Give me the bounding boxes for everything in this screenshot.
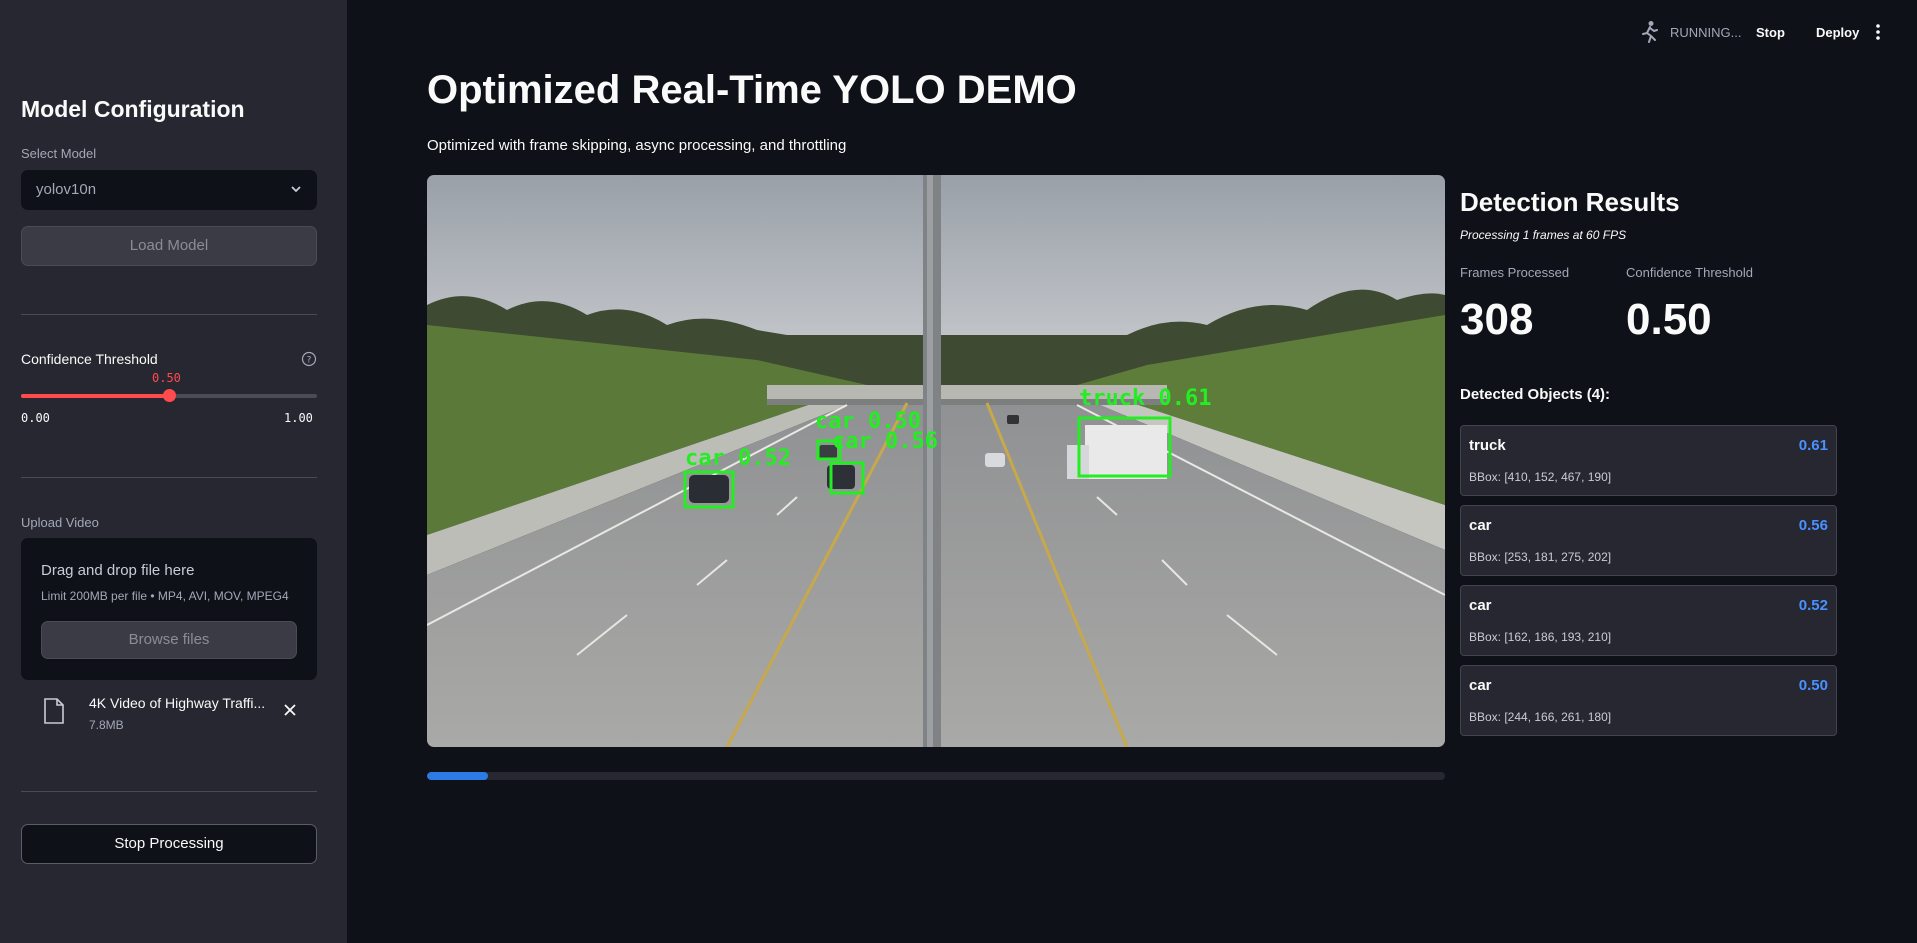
object-card: car 0.50 BBox: [244, 166, 261, 180] [1460, 665, 1837, 736]
confidence-slider[interactable] [21, 389, 317, 402]
object-name: car [1469, 677, 1492, 694]
video-progress-bar [427, 772, 1445, 780]
detection-label: car 0.50 [815, 409, 921, 434]
slider-max: 1.00 [284, 411, 313, 425]
detected-objects-header: Detected Objects (4): [1460, 386, 1611, 403]
file-dropzone[interactable]: Drag and drop file here Limit 200MB per … [21, 538, 317, 680]
object-confidence: 0.61 [1798, 437, 1828, 454]
detection-label: truck 0.61 [1079, 386, 1211, 411]
model-select[interactable]: yolov10n [21, 170, 317, 210]
object-confidence: 0.56 [1798, 517, 1828, 534]
stop-processing-button[interactable]: Stop Processing [21, 824, 317, 864]
object-name: car [1469, 597, 1492, 614]
file-name: 4K Video of Highway Traffi... [89, 695, 266, 711]
object-bbox: BBox: [253, 181, 275, 202] [1469, 550, 1612, 564]
object-name: truck [1469, 437, 1506, 454]
results-caption: Processing 1 frames at 60 FPS [1460, 228, 1627, 242]
file-icon [44, 698, 64, 724]
upload-video-label: Upload Video [21, 515, 99, 530]
video-frame: car 0.52 car 0.50 car 0.56 truck 0.61 [427, 175, 1445, 747]
dropzone-title: Drag and drop file here [41, 562, 195, 579]
deploy-button[interactable]: Deploy [1816, 25, 1860, 40]
main-area: RUNNING... Stop Deploy Optimized Real-Ti… [347, 0, 1917, 943]
slider-thumb[interactable] [163, 389, 176, 402]
confidence-threshold-label: Confidence Threshold [21, 351, 158, 367]
running-person-icon [1642, 21, 1658, 43]
results-title: Detection Results [1460, 187, 1680, 217]
slider-value: 0.50 [152, 371, 181, 385]
top-stop-button[interactable]: Stop [1756, 25, 1785, 40]
highway-video-image: car 0.52 car 0.50 car 0.56 truck 0.61 [427, 175, 1445, 747]
load-model-button[interactable]: Load Model [21, 226, 317, 266]
uploaded-file: 4K Video of Highway Traffi... 7.8MB [21, 690, 317, 736]
progress-fill [427, 772, 489, 780]
page-subtitle: Optimized with frame skipping, async pro… [427, 137, 847, 154]
help-icon[interactable]: ? [301, 351, 317, 367]
sidebar: Model Configuration Select Model yolov10… [0, 0, 347, 943]
object-card: car 0.56 BBox: [253, 181, 275, 202] [1460, 505, 1837, 576]
svg-text:?: ? [307, 356, 312, 366]
chevron-down-icon [291, 186, 301, 193]
divider [21, 791, 317, 792]
page-title: Optimized Real-Time YOLO DEMO [427, 68, 1077, 112]
load-model-label: Load Model [129, 237, 209, 254]
browse-files-label: Browse files [128, 631, 210, 648]
threshold-metric-label: Confidence Threshold [1626, 265, 1753, 280]
divider [21, 477, 317, 478]
sidebar-title: Model Configuration [21, 96, 245, 122]
dropzone-limit: Limit 200MB per file • MP4, AVI, MOV, MP… [41, 589, 289, 603]
detection-label: car 0.56 [832, 429, 938, 454]
frames-processed-label: Frames Processed [1460, 265, 1570, 280]
object-confidence: 0.52 [1798, 597, 1828, 614]
object-bbox: BBox: [162, 186, 193, 210] [1469, 630, 1612, 644]
kebab-menu-icon[interactable] [1875, 23, 1881, 41]
running-status: RUNNING... [1670, 25, 1742, 40]
object-bbox: BBox: [410, 152, 467, 190] [1469, 470, 1612, 484]
object-card: car 0.52 BBox: [162, 186, 193, 210] [1460, 585, 1837, 656]
divider [21, 314, 317, 315]
select-model-label: Select Model [21, 146, 97, 161]
frames-processed-value: 308 [1460, 295, 1534, 344]
close-icon[interactable] [282, 702, 298, 718]
slider-fill [21, 394, 169, 398]
slider-min: 0.00 [21, 411, 50, 425]
object-bbox: BBox: [244, 166, 261, 180] [1469, 710, 1612, 724]
detection-boxes [683, 416, 1172, 509]
object-confidence: 0.50 [1798, 677, 1828, 694]
model-select-value: yolov10n [36, 181, 97, 198]
object-card: truck 0.61 BBox: [410, 152, 467, 190] [1460, 425, 1837, 496]
stop-processing-label: Stop Processing [114, 835, 224, 852]
browse-files-button[interactable]: Browse files [41, 621, 297, 659]
threshold-metric-value: 0.50 [1626, 295, 1712, 344]
file-size: 7.8MB [89, 718, 124, 732]
detection-label: car 0.52 [685, 446, 791, 471]
object-name: car [1469, 517, 1492, 534]
